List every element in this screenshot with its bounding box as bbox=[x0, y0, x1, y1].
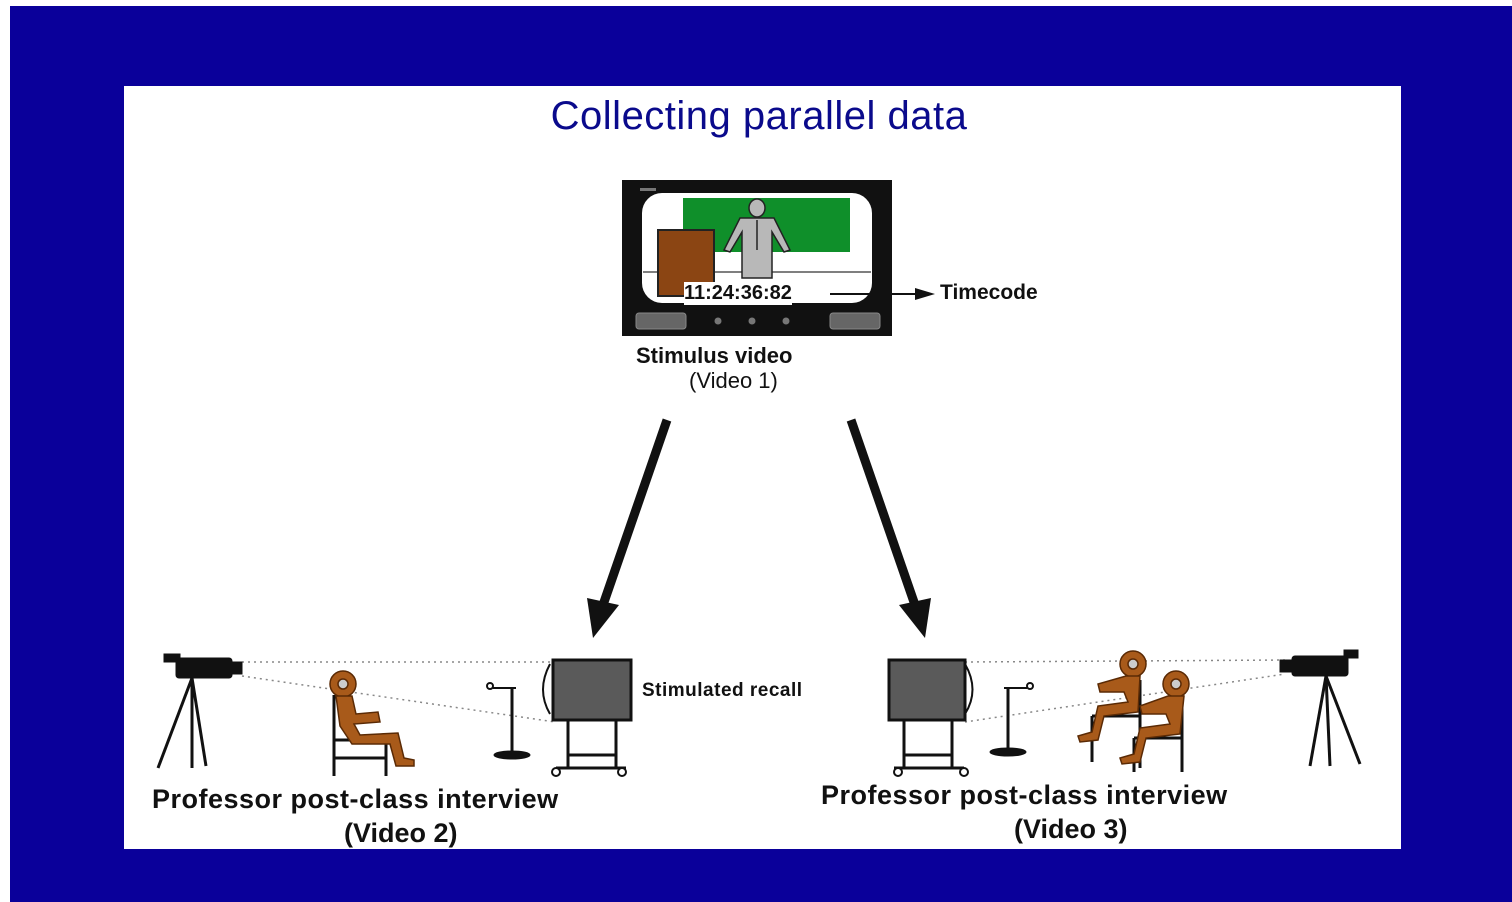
right-caption-sub: (Video 3) bbox=[1014, 814, 1128, 844]
lecturer-figure-icon bbox=[722, 198, 792, 279]
right-caption: Professor post-class interview bbox=[821, 780, 1228, 810]
right-camera-icon bbox=[1279, 649, 1362, 767]
left-sightlines bbox=[241, 661, 556, 723]
right-microphone-icon bbox=[989, 682, 1034, 757]
arrow-to-video3-icon bbox=[846, 418, 931, 638]
right-recall-monitor-icon bbox=[887, 658, 974, 777]
left-microphone-icon bbox=[486, 682, 531, 760]
stimulated-recall-label: Stimulated recall bbox=[642, 680, 803, 701]
left-caption: Professor post-class interview bbox=[152, 784, 559, 814]
arrow-to-video2-icon bbox=[587, 418, 672, 638]
timecode-label: Timecode bbox=[940, 281, 1038, 304]
stimulus-video-label: Stimulus video bbox=[636, 343, 793, 368]
stimulus-monitor-icon bbox=[622, 180, 892, 336]
left-camera-icon bbox=[156, 653, 243, 769]
left-recall-monitor-icon bbox=[542, 658, 633, 777]
timecode-value: 11:24:36:82 bbox=[684, 282, 792, 305]
timecode-arrow-icon bbox=[830, 288, 935, 300]
left-caption-sub: (Video 2) bbox=[344, 818, 458, 848]
left-professor-icon bbox=[329, 670, 415, 776]
slide-title: Collecting parallel data bbox=[550, 94, 968, 138]
right-professor-icon bbox=[1077, 650, 1190, 772]
stimulus-video-sub: (Video 1) bbox=[689, 368, 778, 393]
